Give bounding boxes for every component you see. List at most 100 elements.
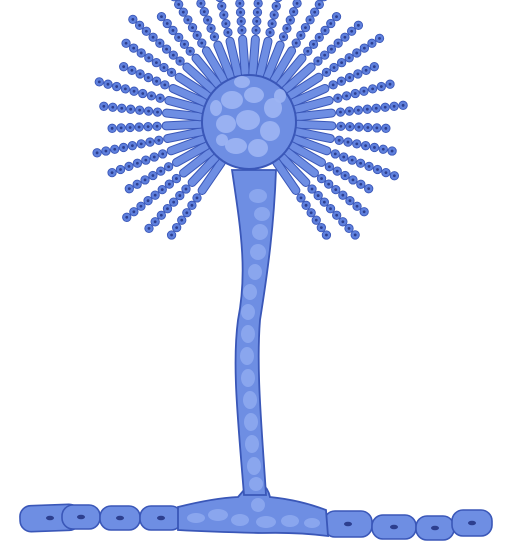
conidium-nucleus [318,36,321,39]
conidium-nucleus [393,105,396,108]
conidium-nucleus [269,31,272,34]
conidium-nucleus [336,170,339,173]
conidium-nucleus [178,194,181,197]
conidium-nucleus [296,2,299,5]
conidium-nucleus [152,36,155,39]
conidium-nucleus [148,227,151,230]
conidium-nucleus [170,71,173,74]
conidium-nucleus [363,210,366,213]
conidium-nucleus [172,54,175,57]
conidium-nucleus [336,97,339,100]
conidium-nucleus [349,199,352,202]
conidium-nucleus [131,69,134,72]
conidium-nucleus [295,42,298,45]
conidium-nucleus [348,227,351,230]
stalk-granule [240,347,254,365]
conidium [274,0,282,2]
conidium-nucleus [306,50,309,53]
conidium-nucleus [177,3,180,6]
conidium-nucleus [310,211,313,214]
conidium-nucleus [138,126,141,129]
stalk-granule [250,244,266,260]
conidium-nucleus [351,159,354,162]
conidium-nucleus [312,43,315,46]
conidium-nucleus [271,22,274,25]
conidium-nucleus [145,30,148,33]
conidium-nucleus [348,110,351,113]
stalk-granule [249,189,267,203]
stalk-granule [247,457,261,475]
vesicle-granule [260,121,280,141]
hypha-cell-nucleus [46,516,54,521]
phialide [162,120,204,130]
conidium-nucleus [356,73,359,76]
conidium-nucleus [384,106,387,109]
vesicle-granule [244,87,264,103]
conidium-nucleus [256,11,259,14]
vesicle-granule [274,89,286,103]
foot-cell-granule [256,516,276,528]
conidium-nucleus [345,94,348,97]
conidium-nucleus [320,177,323,180]
conidium-nucleus [179,60,182,63]
vesicle-granule [210,100,222,116]
conidium-nucleus [354,234,357,237]
conidium-nucleus [132,210,135,213]
conidium-nucleus [375,127,378,130]
conidium-nucleus [167,165,170,168]
conidium-nucleus [122,146,125,149]
foot-cell-granule [251,498,265,512]
conidium-nucleus [317,194,320,197]
conidium-nucleus [240,20,243,23]
conidium-nucleus [325,234,328,237]
conidium-nucleus [239,11,242,14]
hypha-cell-nucleus [116,516,124,521]
conidium-nucleus [170,234,173,237]
conidium-nucleus [220,5,223,8]
conidium-nucleus [325,71,328,74]
conidium-nucleus [333,66,336,69]
conidium-nucleus [356,205,359,208]
conidium-nucleus [175,177,178,180]
stalk-granule [249,477,263,491]
conidium-nucleus [350,30,353,33]
hypha-cell-nucleus [344,522,352,527]
conidium-nucleus [315,219,318,222]
conidium-nucleus [402,104,405,107]
conidium-nucleus [375,107,378,110]
conidium-nucleus [393,174,396,177]
vesicle-granule [216,134,228,146]
conidium-nucleus [136,183,139,186]
conidium-nucleus [355,52,358,55]
hypha-cell-nucleus [157,516,165,521]
conidium-nucleus [311,188,314,191]
conidium-nucleus [313,11,316,14]
conidium-nucleus [147,199,150,202]
conidium-nucleus [183,43,186,46]
conidium-nucleus [376,168,379,171]
conidium-nucleus [328,165,331,168]
conidium-nucleus [275,5,278,8]
conidium-nucleus [131,18,134,21]
conidium-nucleus [357,126,360,129]
conidium-nucleus [131,144,134,147]
conidium-nucleus [120,107,123,110]
conidium-nucleus [140,205,143,208]
conidium-nucleus [98,80,101,83]
conidium-nucleus [335,214,338,217]
conidium-nucleus [373,65,376,68]
conidium-nucleus [136,162,139,165]
conidium-nucleus [327,183,330,186]
vesicle-granule [221,91,243,109]
conidium-nucleus [348,56,351,59]
vesicle-granule [236,110,260,130]
conidium-nucleus [320,226,323,229]
conidium-nucleus [363,90,366,93]
conidium-nucleus [337,42,340,45]
conidium-nucleus [378,37,381,40]
vesicle-granule [248,139,268,157]
conidium-nucleus [96,151,99,154]
stalk-granule [245,435,259,453]
conidium-nucleus [340,80,343,83]
